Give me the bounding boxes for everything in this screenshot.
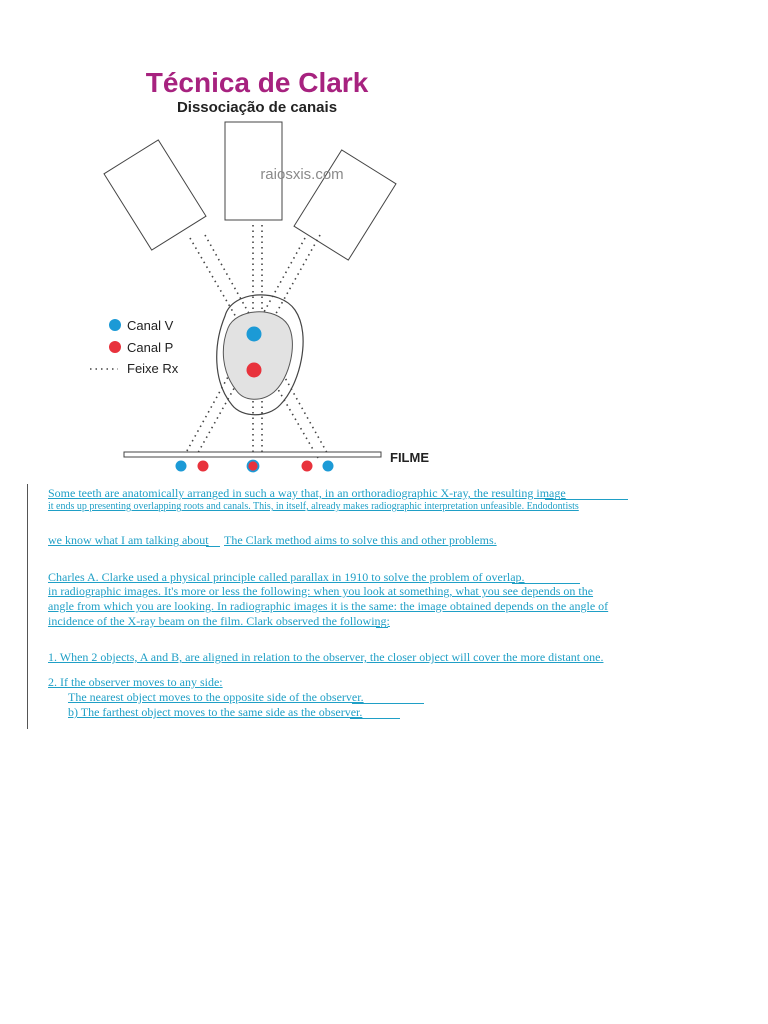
underline-fill [512,583,580,584]
legend-canal-v-label: Canal V [127,318,174,333]
xray-tube-center [224,121,283,221]
film-image-center-overlap [246,459,260,473]
list-item-1: 1. When 2 objects, A and B, are aligned … [48,650,604,664]
film-label: FILME [390,450,429,465]
underline-fill [545,499,628,500]
underline-fill [352,703,424,704]
figure-subtitle: Dissociação de canais [177,99,337,116]
list-item-2b: b) The farthest object moves to the same… [68,705,363,719]
legend-canal-p-marker [109,341,121,353]
legend: Canal V Canal P Feixe Rx [90,318,179,376]
paragraph-2-part-a: we know what I am talking about [48,533,209,547]
list-item-2: 2. If the observer moves to any side: [48,675,223,689]
paragraph-3-line-1: Charles A. Clarke used a physical princi… [48,570,525,584]
underline-fill [206,546,220,547]
paragraph-1-line-2: it ends up presenting overlapping roots … [48,501,579,512]
underline-fill [376,627,388,628]
film-image-p-left [197,460,209,472]
canal-p-dot [246,362,262,378]
paragraph-3-line-3: angle from which you are looking. In rad… [48,599,609,613]
legend-canal-v-marker [109,319,121,331]
paragraph-3-line-2: in radiographic images. It's more or les… [48,584,594,598]
paragraph-1-line-1: Some teeth are anatomically arranged in … [48,486,566,500]
list-item-2a: The nearest object moves to the opposite… [68,690,364,704]
canal-v-dot [246,326,262,342]
tooth-outline [216,294,304,416]
legend-beam-label: Feixe Rx [127,361,179,376]
film-image-p-right [301,460,313,472]
underline-fill [350,718,400,719]
film-bar [123,451,382,458]
legend-canal-p-label: Canal P [127,340,173,355]
xray-tube-right [293,149,397,261]
tooth-pulp [222,311,293,400]
film-image-v-right [322,460,334,472]
clark-technique-diagram: Técnica de Clark Dissociação de canais r… [90,67,429,473]
watermark: raiosxis.com [260,166,343,183]
margin-bar [27,484,28,729]
paragraph-3-line-4: incidence of the X-ray beam on the film.… [48,614,390,628]
xray-tube-left [103,139,207,251]
figure-title: Técnica de Clark [146,67,369,98]
film-images [175,459,334,473]
paragraph-2-part-b: The Clark method aims to solve this and … [224,533,497,547]
film-image-v-left [175,460,187,472]
